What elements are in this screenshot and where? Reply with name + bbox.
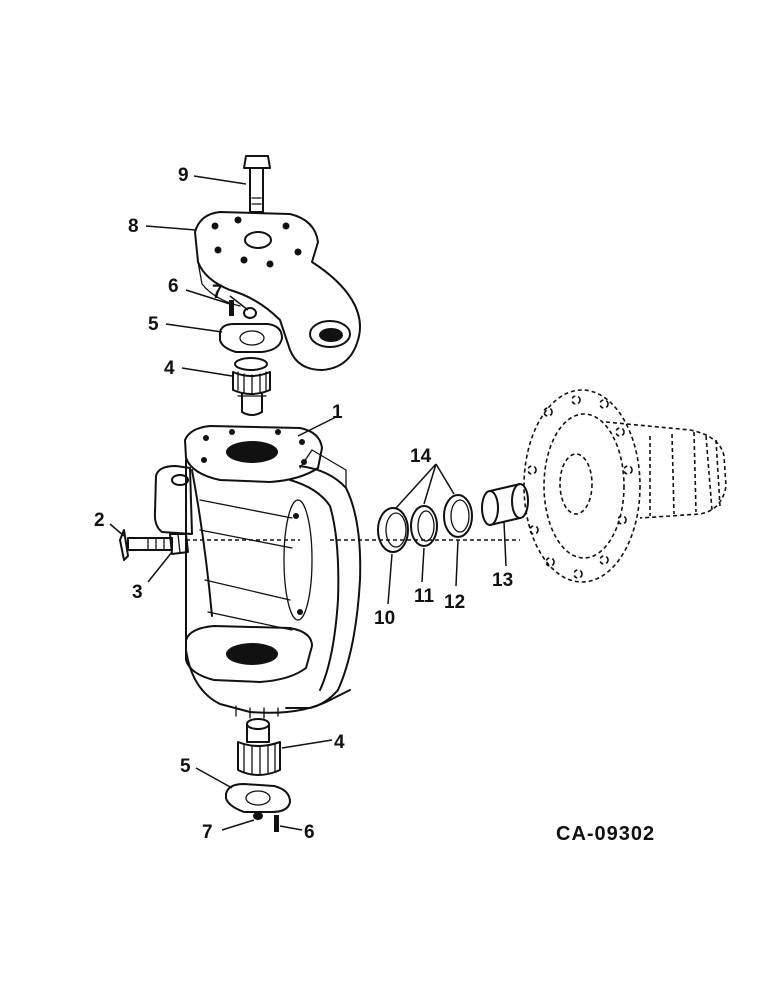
- callout-1: 1: [332, 402, 343, 423]
- nut-part-3: [169, 533, 189, 555]
- callout-2: 2: [94, 510, 105, 531]
- callout-8: 8: [128, 216, 139, 237]
- screw-part-6-bottom: [274, 815, 279, 832]
- bolt-part-2: [119, 529, 173, 561]
- callout-6-top: 6: [168, 276, 179, 297]
- seal-part-12: [443, 494, 473, 538]
- spindle-phantom: [523, 389, 727, 583]
- steering-knuckle-part-1: [153, 425, 362, 719]
- king-pin-part-4-bottom: [237, 718, 281, 776]
- lock-part-7-top: [243, 307, 257, 319]
- callout-13: 13: [492, 570, 513, 591]
- king-pin-part-4-top: [232, 357, 271, 416]
- lock-plate-part-5-top: [219, 323, 283, 353]
- callout-5-bottom: 5: [180, 756, 191, 777]
- steering-arm-part-8: [194, 211, 361, 371]
- callout-5-top: 5: [148, 314, 159, 335]
- callout-4-top: 4: [164, 358, 175, 379]
- callout-11: 11: [414, 586, 435, 607]
- callout-7-top: 7: [212, 282, 223, 303]
- callout-6-bottom: 6: [304, 822, 315, 843]
- drawing-code: CA-09302: [556, 823, 655, 845]
- lock-part-7-bottom: [253, 812, 263, 820]
- callout-12: 12: [444, 592, 465, 613]
- screw-part-6-top: [229, 300, 234, 316]
- bushing-part-13: [481, 483, 529, 526]
- callout-9: 9: [178, 165, 189, 186]
- callout-10: 10: [374, 608, 395, 629]
- callout-7-bottom: 7: [202, 822, 213, 843]
- bolt-part-9: [243, 155, 271, 213]
- lock-plate-part-5-bottom: [225, 783, 291, 813]
- washer-part-11: [410, 505, 438, 547]
- callout-labels: 9 8 7 6 5 4 1 2 3 14 10 11 12 13 4 5 7 6: [94, 165, 513, 843]
- seal-part-10: [377, 507, 409, 553]
- callout-4-bottom: 4: [334, 732, 345, 753]
- callout-14: 14: [410, 446, 432, 467]
- callout-3: 3: [132, 582, 143, 603]
- leader-lines: [109, 175, 507, 831]
